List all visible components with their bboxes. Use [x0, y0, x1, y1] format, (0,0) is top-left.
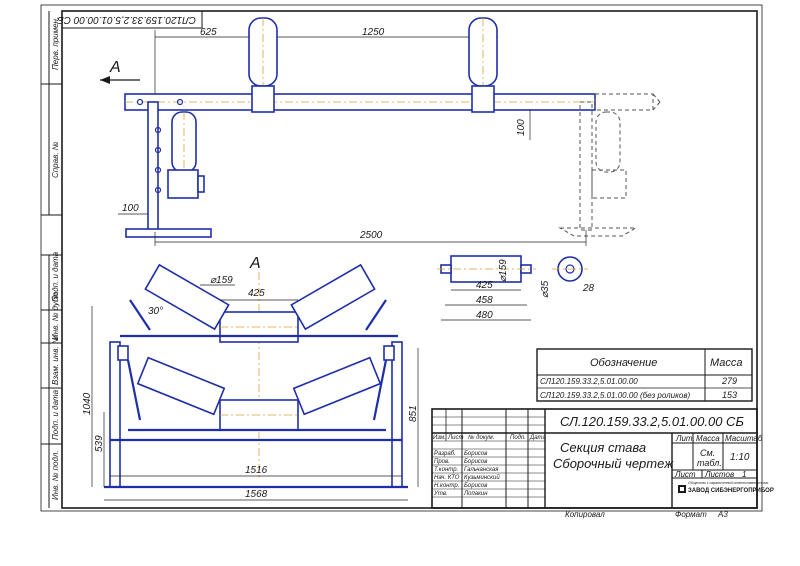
dim-1250: 1250	[362, 27, 385, 38]
sheets-label: Листов	[704, 470, 734, 479]
col-data: Дата	[529, 435, 546, 441]
mass-table-header-designation: Обозначение	[590, 357, 657, 369]
mass-table: Обозначение Масса СЛ120.159.33.2,5.01.00…	[536, 348, 753, 402]
dim-625: 625	[200, 27, 217, 38]
name-5: Борисов	[464, 483, 487, 489]
dim-480: 480	[476, 310, 493, 321]
left-margin-strip: Перв. примен. Справ. № Подп. и дата Инв.…	[41, 11, 62, 508]
frame-right-post	[391, 341, 403, 488]
mass-value-line2: табл.	[697, 458, 722, 468]
title-name-line1: Секция става	[560, 440, 646, 455]
mass-table-row-1-mass: 279	[721, 376, 737, 386]
dim-1568: 1568	[245, 489, 268, 500]
roller-detail: ⌀159 ⌀35 28 425 458 480	[437, 255, 595, 321]
lit-label: Лит.	[675, 434, 695, 443]
hanging-roller-left	[167, 111, 205, 199]
section-view: А ⌀159 30° 425	[82, 255, 419, 501]
dim-28: 28	[582, 283, 595, 294]
title-doc-code: СЛ.120.159.33.2,5.01.00.00 СБ	[560, 414, 744, 429]
dim-851: 851	[408, 405, 419, 422]
beam-continuation-dashed	[594, 93, 654, 111]
section-letter-a-top: А	[109, 59, 121, 76]
lower-idler-set	[126, 356, 388, 432]
inner-frame	[61, 10, 758, 509]
mass-table-row-2-mass: 153	[722, 390, 737, 400]
dim-2500: 2500	[359, 230, 383, 241]
margin-sprav-no: Справ. №	[51, 141, 60, 178]
mass-table-row-2-designation: СЛ120.159.33.2,5.01.00.00 (без роликов)	[540, 391, 691, 400]
name-4: Кузьминский	[464, 474, 500, 481]
company-name: ЗАВОД СИБЭНЕРГОПРИБОР	[688, 488, 774, 494]
dim-425-section: 425	[248, 288, 265, 299]
sheet-label: Лист	[674, 470, 696, 479]
top-idler-2	[468, 17, 498, 113]
stamp-top-code: СЛ120.159.33.2,5.01.00.00 СБ	[57, 14, 196, 25]
role-4: Нач. КТО	[434, 475, 460, 481]
role-5: Н.контр.	[434, 483, 459, 489]
role-2: Пров.	[434, 459, 450, 465]
margin-vzam-inv: Взам. инв. №	[51, 335, 60, 385]
role-6: Утв.	[433, 491, 448, 497]
company-small: Общество с ограниченной ответственностью	[688, 481, 769, 485]
sheets-value: 1	[742, 470, 746, 479]
dim-100: 100	[122, 203, 139, 214]
mass-value-line1: См.	[700, 448, 715, 458]
dim-1516: 1516	[245, 465, 268, 476]
name-2: Борисов	[464, 459, 487, 465]
title-block: СЛ.120.159.33.2,5.01.00.00 СБ Секция ста…	[431, 408, 774, 509]
margin-inv-podl: Инв. № подл.	[51, 450, 60, 500]
role-1: Разраб.	[434, 451, 456, 457]
dim-425-roller: 425	[476, 280, 493, 291]
margin-podp-data-1: Подп. и дата	[51, 251, 60, 302]
upper-idler-set	[120, 263, 398, 343]
dim-539: 539	[94, 435, 105, 452]
dim-d159-section: ⌀159	[210, 275, 233, 286]
col-izm: Изм.	[433, 435, 446, 441]
mass-label: Масса	[696, 434, 720, 443]
col-podp: Подп.	[510, 435, 526, 441]
leg-bolts	[136, 98, 184, 194]
company-logo	[678, 485, 686, 493]
left-leg	[147, 101, 159, 233]
top-view: 625 1250 А	[100, 17, 661, 246]
col-list: Лист	[447, 435, 463, 441]
dim-458: 458	[476, 295, 493, 306]
margin-inv-dubl: Инв. № дубл.	[51, 291, 60, 340]
footer-format-label: Формат	[675, 510, 707, 519]
name-6: Лопакин	[463, 491, 488, 497]
scale-value: 1:10	[730, 452, 750, 463]
section-letter-a: А	[249, 255, 261, 272]
title-name-line2: Сборочный чертеж	[553, 456, 674, 471]
dim-d35: ⌀35	[540, 280, 551, 298]
title-change-grid	[432, 409, 545, 508]
mass-table-header-mass: Масса	[710, 357, 743, 369]
dim-1040: 1040	[82, 392, 93, 415]
dim-d159-roller: ⌀159	[498, 259, 509, 282]
left-base-plate	[125, 228, 212, 238]
stamp-top: СЛ120.159.33.2,5.01.00.00 СБ	[57, 10, 203, 29]
margin-perv-primen: Перв. примен.	[51, 17, 60, 70]
right-leg-dashed	[558, 101, 638, 237]
mass-table-row-1-designation: СЛ120.159.33.2,5.01.00.00	[540, 377, 638, 386]
dim-30deg: 30°	[148, 306, 163, 317]
name-3: Гальчанская	[464, 467, 499, 473]
margin-podp-data-2: Подп. и дата	[51, 389, 60, 440]
scale-label: Масштаб	[725, 434, 763, 443]
footer-copied: Копировал	[565, 510, 605, 519]
outer-frame	[40, 4, 763, 512]
footer-format-value: А3	[717, 510, 728, 519]
col-docnum: № докум.	[468, 434, 494, 441]
dim-100-vertical: 100	[516, 119, 527, 136]
top-idler-1	[248, 17, 278, 113]
role-3: Т.контр.	[434, 467, 458, 473]
frame-left-post	[109, 341, 121, 488]
name-1: Борисов	[464, 451, 487, 457]
